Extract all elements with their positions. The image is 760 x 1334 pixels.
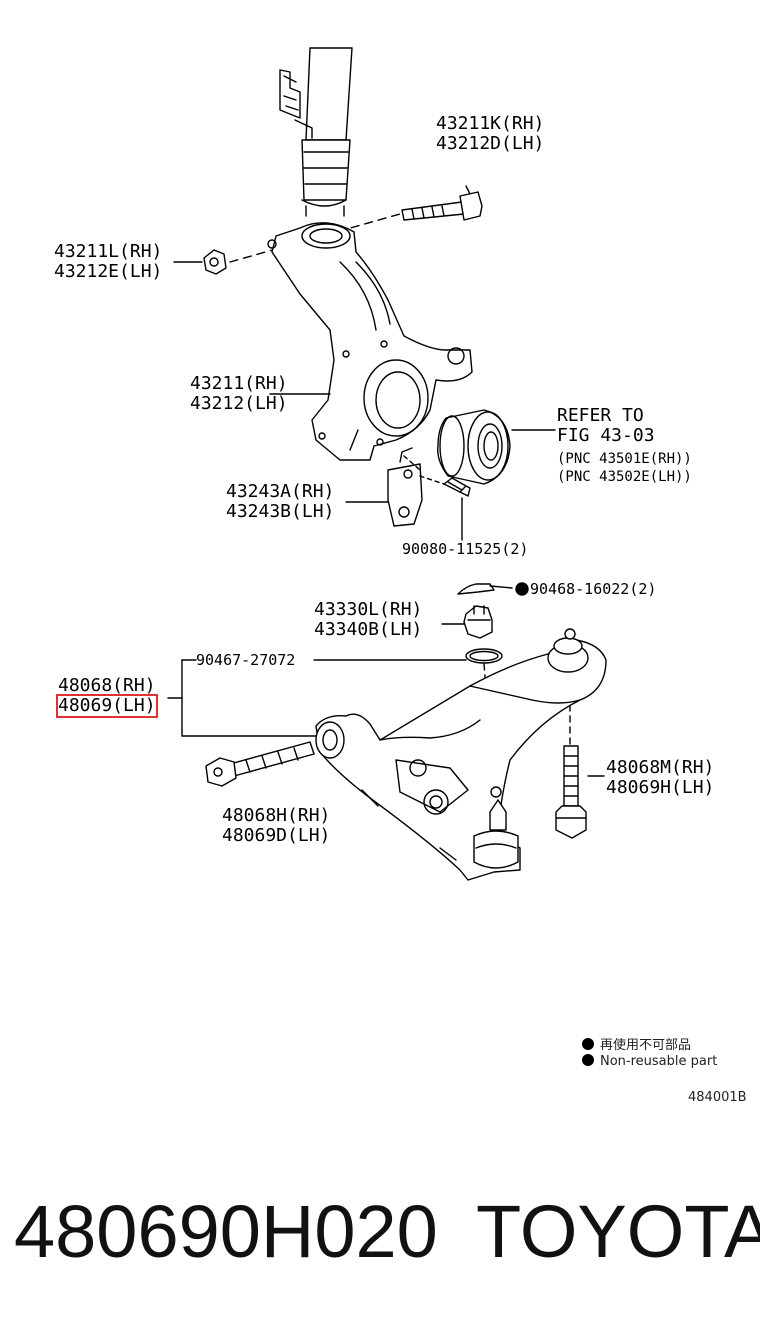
- upper-nut-icon: [203, 249, 227, 275]
- label-43243b: 43243B(LH): [226, 501, 335, 522]
- label-43340b: 43340B(LH): [314, 619, 423, 640]
- o-ring-icon: [465, 648, 503, 664]
- castle-nut-icon: [463, 605, 493, 639]
- label-90467: 90467-27072: [196, 651, 296, 669]
- label-90080: 90080-11525(2): [402, 540, 529, 558]
- bracket-icon: [387, 447, 423, 527]
- bullet-icon: [582, 1038, 594, 1050]
- figure-code: 484001B: [688, 1090, 747, 1105]
- label-48069d: 48069D(LH): [222, 825, 331, 846]
- label-43211l: 43211L(RH): [54, 241, 163, 262]
- label-43212d: 43212D(LH): [436, 133, 545, 154]
- label-fig-ref[interactable]: FIG 43-03: [557, 425, 655, 446]
- lower-control-arm: [315, 628, 607, 881]
- label-43330l: 43330L(RH): [314, 599, 423, 620]
- legend-non-reusable-en: Non-reusable part: [582, 1054, 717, 1069]
- arm-rear-bolt-icon: [555, 745, 587, 839]
- label-48068m: 48068M(RH): [606, 757, 715, 778]
- label-48069-highlighted[interactable]: 48069(LH): [56, 694, 158, 718]
- bullet-icon: [582, 1054, 594, 1066]
- label-43212e: 43212E(LH): [54, 261, 163, 282]
- label-pnc-rh: (PNC 43501E(RH)): [557, 451, 692, 467]
- label-48068h: 48068H(RH): [222, 805, 331, 826]
- label-43212: 43212(LH): [190, 393, 288, 414]
- label-pnc-lh: (PNC 43502E(LH)): [557, 469, 692, 485]
- part-number: 480690H020: [14, 1190, 438, 1273]
- upper-bolt-icon: [401, 185, 483, 221]
- legend-non-reusable-cn: 再使用不可部品: [582, 1034, 691, 1053]
- arm-front-bolt-icon: [205, 741, 315, 787]
- bracket-bolt-icon: [443, 477, 471, 497]
- label-90468: 90468-16022(2): [530, 580, 657, 598]
- legend-text-en: Non-reusable part: [600, 1054, 718, 1069]
- brand-name: TOYOTA: [476, 1190, 760, 1273]
- label-43211k: 43211K(RH): [436, 113, 545, 134]
- label-48068: 48068(RH): [58, 675, 156, 696]
- legend-text-cn: 再使用不可部品: [600, 1038, 692, 1053]
- label-48069h: 48069H(LH): [606, 777, 715, 798]
- hub-bearing-icon: [437, 409, 511, 485]
- cotter-pin-icon: [457, 583, 513, 595]
- label-refer-to: REFER TO: [557, 405, 644, 426]
- label-43211: 43211(RH): [190, 373, 288, 394]
- steering-knuckle: [267, 222, 473, 461]
- exploded-parts-diagram: [167, 47, 607, 881]
- label-43243a: 43243A(RH): [226, 481, 335, 502]
- strut-assembly: [279, 47, 353, 217]
